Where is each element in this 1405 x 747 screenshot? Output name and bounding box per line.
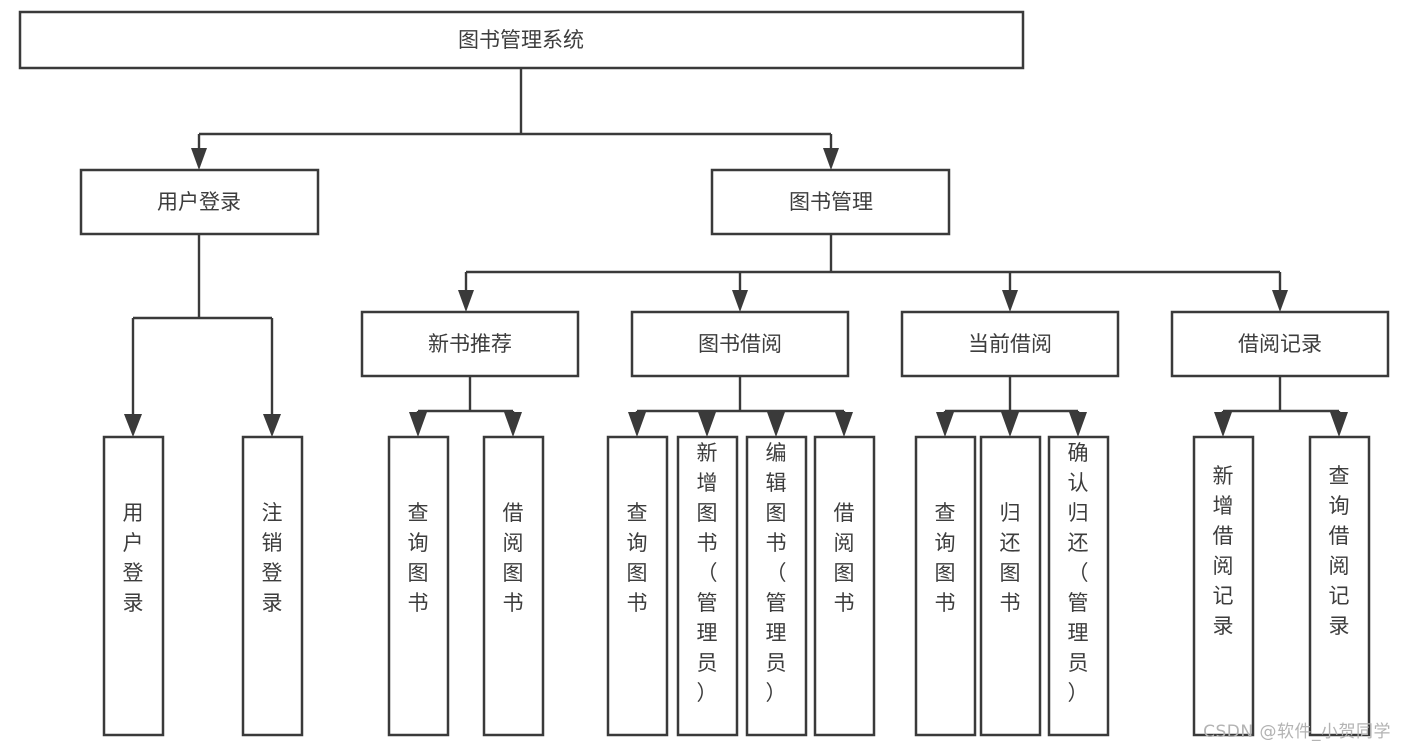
arrow-book-borrow-leaf-1 <box>628 412 646 437</box>
arrow-to-book-borrow <box>732 290 748 312</box>
node-book-management[interactable]: 图书管理 <box>710 168 951 236</box>
arrow-book-borrow-leaf-2 <box>698 412 716 437</box>
leaf-book-borrow-3-label: 编辑图书（管理员） <box>766 441 787 705</box>
arrow-current-borrow-leaf-2 <box>1001 412 1019 437</box>
leaf-user-login-2-label: 注销登录 <box>262 501 283 615</box>
node-new-book-recommend[interactable]: 新书推荐 <box>360 310 580 378</box>
arrow-book-borrow-leaf-3 <box>767 412 785 437</box>
node-book-borrow[interactable]: 图书借阅 <box>630 310 850 378</box>
arrow-root-to-user-login <box>191 148 207 170</box>
arrow-book-borrow-leaf-4 <box>835 412 853 437</box>
leaf-user-login-1-box[interactable] <box>102 435 165 737</box>
node-current-borrow-box[interactable] <box>900 310 1120 378</box>
leaf-book-borrow-3-box[interactable] <box>745 435 808 737</box>
arrow-to-new-book-recommend <box>458 290 474 312</box>
leaf-borrow-record-1-box[interactable] <box>1192 435 1255 737</box>
leaf-new-book-1-label: 查询图书 <box>408 501 429 615</box>
leaf-current-borrow-1[interactable]: 查询图书 <box>914 435 977 737</box>
leaf-book-borrow-2[interactable]: 新增图书（管理员） <box>676 435 739 737</box>
node-book-borrow-box[interactable] <box>630 310 850 378</box>
node-user-login-box[interactable] <box>79 168 320 236</box>
arrow-user-login-leaf-1 <box>124 414 142 437</box>
node-borrow-record-label: 借阅记录 <box>1238 332 1322 356</box>
leaf-book-borrow-1[interactable]: 查询图书 <box>606 435 669 737</box>
leaf-new-book-1-box[interactable] <box>387 435 450 737</box>
node-book-management-label: 图书管理 <box>789 190 873 214</box>
node-root[interactable]: 图书管理系统 <box>18 10 1025 70</box>
node-user-login[interactable]: 用户登录 <box>79 168 320 236</box>
node-current-borrow-label: 当前借阅 <box>968 332 1052 356</box>
arrow-borrow-record-leaf-1 <box>1214 412 1232 437</box>
leaf-borrow-record-2-label: 查询借阅记录 <box>1329 464 1350 638</box>
connectors <box>124 68 1348 437</box>
leaf-user-login-1-label: 用户登录 <box>123 501 144 615</box>
leaf-book-borrow-4[interactable]: 借阅图书 <box>813 435 876 737</box>
node-root-label: 图书管理系统 <box>458 28 584 52</box>
leaf-user-login-2-box[interactable] <box>241 435 304 737</box>
leaf-current-borrow-2-label: 归还图书 <box>1000 501 1021 615</box>
node-book-management-box[interactable] <box>710 168 951 236</box>
leaf-new-book-2[interactable]: 借阅图书 <box>482 435 545 737</box>
arrow-to-current-borrow <box>1002 290 1018 312</box>
leaf-current-borrow-2[interactable]: 归还图书 <box>979 435 1042 737</box>
node-current-borrow[interactable]: 当前借阅 <box>900 310 1120 378</box>
node-root-box[interactable] <box>18 10 1025 70</box>
arrow-current-borrow-leaf-3 <box>1069 412 1087 437</box>
leaf-current-borrow-3-label: 确认归还（管理员） <box>1068 441 1089 705</box>
arrow-borrow-record-leaf-2 <box>1330 412 1348 437</box>
leaf-current-borrow-1-label: 查询图书 <box>935 501 956 615</box>
leaf-user-login-2[interactable]: 注销登录 <box>241 435 304 737</box>
node-new-book-recommend-label: 新书推荐 <box>428 332 512 356</box>
arrow-new-book-leaf-2 <box>504 412 522 437</box>
leaf-book-borrow-4-box[interactable] <box>813 435 876 737</box>
leaf-current-borrow-1-box[interactable] <box>914 435 977 737</box>
arrow-to-borrow-record <box>1272 290 1288 312</box>
leaf-new-book-2-box[interactable] <box>482 435 545 737</box>
node-new-book-recommend-box[interactable] <box>360 310 580 378</box>
node-book-borrow-label: 图书借阅 <box>698 332 782 356</box>
leaf-current-borrow-3[interactable]: 确认归还（管理员） <box>1047 435 1110 737</box>
leaf-book-borrow-2-box[interactable] <box>676 435 739 737</box>
leaf-borrow-record-1-label: 新增借阅记录 <box>1213 464 1234 638</box>
leaf-borrow-record-2[interactable]: 查询借阅记录 <box>1308 435 1371 737</box>
leaf-book-borrow-1-label: 查询图书 <box>627 501 648 615</box>
leaf-new-book-2-label: 借阅图书 <box>503 501 524 615</box>
arrow-new-book-leaf-1 <box>409 412 427 437</box>
node-borrow-record-box[interactable] <box>1170 310 1390 378</box>
leaf-book-borrow-4-label: 借阅图书 <box>834 501 855 615</box>
leaf-user-login-1[interactable]: 用户登录 <box>102 435 165 737</box>
leaf-borrow-record-2-box[interactable] <box>1308 435 1371 737</box>
node-borrow-record[interactable]: 借阅记录 <box>1170 310 1390 378</box>
arrow-user-login-leaf-2 <box>263 414 281 437</box>
node-user-login-label: 用户登录 <box>157 190 241 214</box>
leaf-current-borrow-2-box[interactable] <box>979 435 1042 737</box>
leaf-book-borrow-2-label: 新增图书（管理员） <box>697 441 718 705</box>
arrow-root-to-book-mgmt <box>823 148 839 170</box>
leaf-book-borrow-3[interactable]: 编辑图书（管理员） <box>745 435 808 737</box>
leaf-new-book-1[interactable]: 查询图书 <box>387 435 450 737</box>
leaf-borrow-record-1[interactable]: 新增借阅记录 <box>1192 435 1255 737</box>
leaf-current-borrow-3-box[interactable] <box>1047 435 1110 737</box>
arrow-current-borrow-leaf-1 <box>936 412 954 437</box>
leaf-book-borrow-1-box[interactable] <box>606 435 669 737</box>
